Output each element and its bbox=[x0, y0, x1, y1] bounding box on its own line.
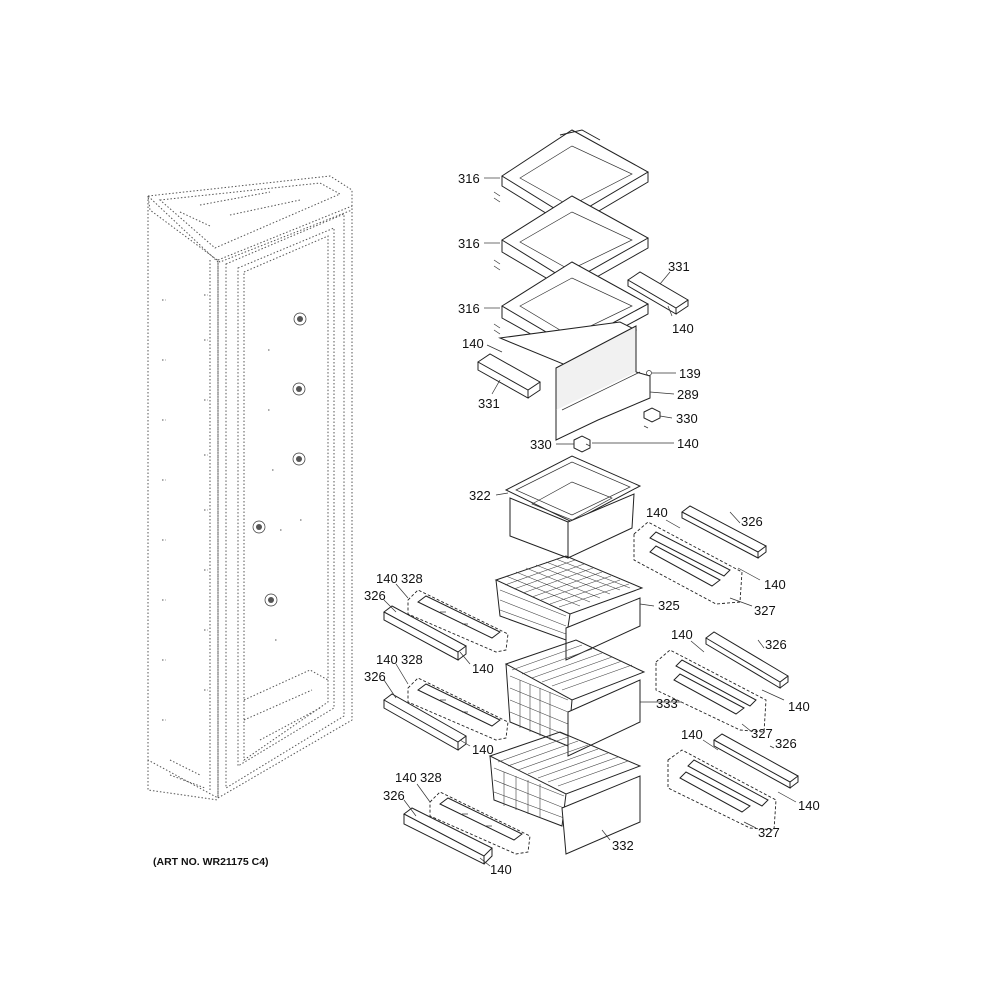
callout-322: 322 bbox=[469, 488, 491, 503]
slide-rail-right-2 bbox=[655, 631, 789, 733]
slide-rail-right-3 bbox=[667, 733, 799, 831]
callout-330-right: 330 bbox=[676, 411, 698, 426]
slide-rail-left-2 bbox=[383, 677, 509, 751]
callout-140-rail1-bottom: 140 bbox=[764, 577, 786, 592]
callout-330-left: 330 bbox=[530, 437, 552, 452]
bracket-left bbox=[477, 353, 541, 399]
small-hardware bbox=[573, 370, 661, 453]
wire-basket-middle bbox=[504, 639, 646, 757]
callout-316-lower: 316 bbox=[458, 301, 480, 316]
bracket-right bbox=[627, 271, 689, 315]
callout-140-rail3-top: 140 bbox=[681, 727, 703, 742]
callout-316-top: 316 bbox=[458, 171, 480, 186]
callout-140-left2-top: 140 bbox=[376, 652, 398, 667]
callout-333: 333 bbox=[656, 696, 678, 711]
slide-rail-left-1 bbox=[383, 589, 509, 661]
callout-326-left2: 326 bbox=[364, 669, 386, 684]
shelf-support-buttons bbox=[252, 312, 307, 607]
storage-pan bbox=[504, 455, 642, 559]
bin-cover bbox=[498, 321, 651, 441]
callout-140-left1-top: 140 bbox=[376, 571, 398, 586]
callout-316-middle: 316 bbox=[458, 236, 480, 251]
callout-326-left3: 326 bbox=[383, 788, 405, 803]
callout-331-right: 331 bbox=[668, 259, 690, 274]
callout-labels: 316 316 316 331 140 140 139 331 289 330 … bbox=[364, 171, 820, 877]
callout-332: 332 bbox=[612, 838, 634, 853]
callout-328-left2: 328 bbox=[401, 652, 423, 667]
callout-326-rail1: 326 bbox=[741, 514, 763, 529]
callout-140-cover: 140 bbox=[677, 436, 699, 451]
callout-326-left1: 326 bbox=[364, 588, 386, 603]
callout-328-left1: 328 bbox=[401, 571, 423, 586]
callout-328-left3: 328 bbox=[420, 770, 442, 785]
callout-140-left-bracket: 140 bbox=[462, 336, 484, 351]
callout-331-left: 331 bbox=[478, 396, 500, 411]
callout-327-rail3: 327 bbox=[758, 825, 780, 840]
callout-140-rail1-top: 140 bbox=[646, 505, 668, 520]
callout-140-rail2-top: 140 bbox=[671, 627, 693, 642]
cabinet-liner bbox=[147, 175, 353, 801]
callout-289: 289 bbox=[677, 387, 699, 402]
callout-139: 139 bbox=[679, 366, 701, 381]
wire-basket-top bbox=[494, 555, 644, 661]
callout-327-rail1: 327 bbox=[754, 603, 776, 618]
art-number: (ART NO. WR21175 C4) bbox=[153, 856, 269, 868]
callout-325: 325 bbox=[658, 598, 680, 613]
callout-140-rail2-bottom: 140 bbox=[788, 699, 810, 714]
callout-326-rail3: 326 bbox=[775, 736, 797, 751]
callout-140-left1-bottom: 140 bbox=[472, 661, 494, 676]
callout-140-left2-bottom: 140 bbox=[472, 742, 494, 757]
callout-140-right-bracket: 140 bbox=[672, 321, 694, 336]
callout-140-left3-bottom: 140 bbox=[490, 862, 512, 877]
wire-basket-bottom bbox=[488, 731, 642, 855]
leader-lines bbox=[383, 177, 797, 867]
callout-140-left3-top: 140 bbox=[395, 770, 417, 785]
callout-327-rail2: 327 bbox=[751, 726, 773, 741]
callout-326-rail2: 326 bbox=[765, 637, 787, 652]
slide-rail-left-3 bbox=[403, 791, 531, 865]
callout-140-rail3-bottom: 140 bbox=[798, 798, 820, 813]
slide-rail-right-1 bbox=[633, 505, 767, 605]
